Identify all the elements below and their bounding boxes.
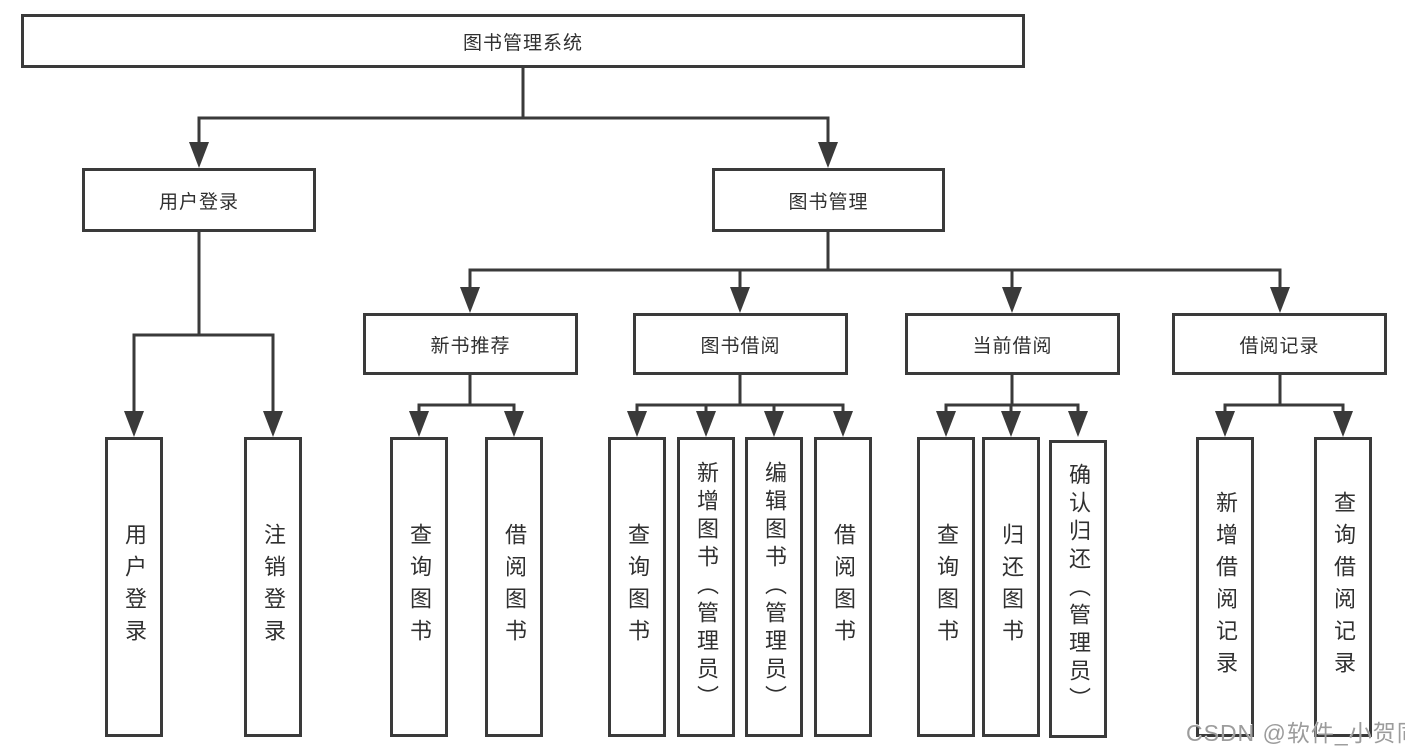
leaf-return-book: 归还图书 [982,437,1040,737]
leaf-edit-book-admin: 编辑图书（管理员） [745,437,803,737]
leaf-query-books-recommend-label: 查询图书 [407,523,432,651]
node-book-borrow: 图书借阅 [633,313,848,375]
node-user-login: 用户登录 [82,168,316,232]
node-borrow-records: 借阅记录 [1172,313,1387,375]
watermark: CSDN @软件_小贺同学 [1186,720,1405,746]
leaf-confirm-return-admin: 确认归还（管理员） [1049,440,1107,738]
leaf-query-books-current-label: 查询图书 [934,523,959,651]
leaf-query-books-current: 查询图书 [917,437,975,737]
leaf-confirm-return-admin-label: 确认归还（管理员） [1066,463,1091,715]
leaf-query-borrow-record: 查询借阅记录 [1314,437,1372,737]
leaf-borrow-books-label: 借阅图书 [831,523,856,651]
leaf-add-borrow-record-label: 新增借阅记录 [1213,491,1238,683]
leaf-edit-book-admin-label: 编辑图书（管理员） [762,461,787,713]
leaf-borrow-books-recommend-label: 借阅图书 [502,523,527,651]
node-current-borrow: 当前借阅 [905,313,1120,375]
node-book-management: 图书管理 [712,168,945,232]
leaf-user-login: 用户登录 [105,437,163,737]
leaf-borrow-books: 借阅图书 [814,437,872,737]
leaf-query-books-recommend: 查询图书 [390,437,448,737]
leaf-add-borrow-record: 新增借阅记录 [1196,437,1254,737]
leaf-add-book-admin: 新增图书（管理员） [677,437,735,737]
node-root: 图书管理系统 [21,14,1025,68]
leaf-user-login-label: 用户登录 [122,523,147,651]
leaf-borrow-books-recommend: 借阅图书 [485,437,543,737]
leaf-add-book-admin-label: 新增图书（管理员） [694,461,719,713]
leaf-query-books-borrow: 查询图书 [608,437,666,737]
node-new-book-recommend: 新书推荐 [363,313,578,375]
leaf-return-book-label: 归还图书 [999,523,1024,651]
leaf-logout: 注销登录 [244,437,302,737]
leaf-logout-label: 注销登录 [261,523,286,651]
leaf-query-borrow-record-label: 查询借阅记录 [1331,491,1356,683]
leaf-query-books-borrow-label: 查询图书 [625,523,650,651]
